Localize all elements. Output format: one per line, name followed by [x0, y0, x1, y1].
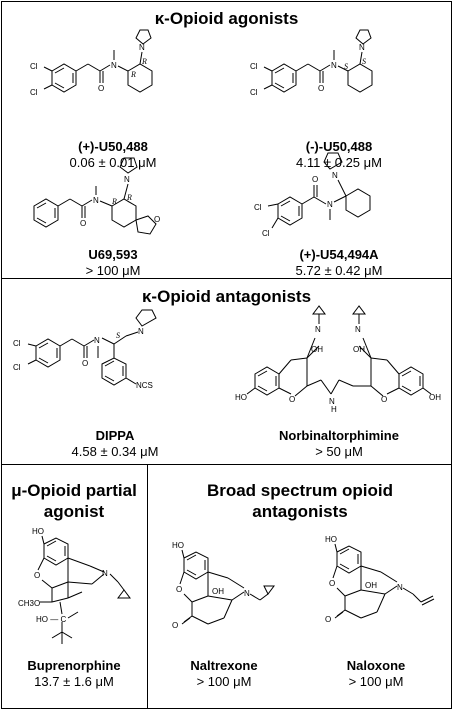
compound-value: > 100 μM [85, 263, 141, 278]
svg-text:OH: OH [429, 393, 441, 402]
svg-text:Cl: Cl [250, 88, 258, 97]
svg-text:Cl: Cl [13, 363, 21, 372]
compound-name: Norbinaltorphimine [279, 428, 399, 443]
svg-text:CH3O: CH3O [18, 599, 40, 608]
svg-text:N: N [397, 583, 403, 592]
svg-text:NCS: NCS [136, 381, 153, 390]
svg-text:S: S [362, 57, 366, 66]
svg-text:Cl: Cl [30, 62, 38, 71]
kappa-antagonists-title: κ-Opioid antagonists [141, 287, 312, 306]
mu-partial-title-line1: μ-Opioid partial [11, 481, 137, 500]
broad-antagonists-title-line2: antagonists [252, 502, 348, 521]
compound-name: Naloxone [346, 658, 406, 673]
svg-text:N: N [138, 327, 144, 336]
svg-text:N: N [331, 61, 337, 70]
svg-text:H: H [331, 405, 337, 414]
svg-text:N: N [124, 175, 130, 184]
svg-text:HO: HO [32, 527, 44, 536]
svg-text:R: R [126, 193, 132, 202]
svg-text:O: O [312, 175, 318, 184]
compound-name: DIPPA [95, 428, 135, 443]
compound-name: (+)-U54,494A [299, 247, 379, 262]
svg-text:O: O [82, 359, 88, 368]
svg-text:O: O [381, 395, 387, 404]
svg-text:R: R [130, 70, 136, 79]
svg-text:N: N [332, 171, 338, 180]
svg-text:OH: OH [365, 581, 377, 590]
compound-name: Buprenorphine [27, 658, 121, 673]
buprenorphine-structure: HO O N CH3O HO — C [10, 522, 145, 652]
svg-text:HO: HO [172, 541, 184, 550]
broad-antagonists-panel [147, 464, 452, 709]
svg-text:O: O [34, 571, 40, 580]
svg-text:N: N [327, 200, 333, 209]
svg-text:O: O [98, 84, 104, 93]
svg-text:O: O [80, 219, 86, 228]
svg-text:N: N [244, 589, 250, 598]
svg-text:O: O [176, 585, 182, 594]
svg-text:OH: OH [311, 345, 323, 354]
svg-text:Cl: Cl [254, 203, 262, 212]
svg-text:Cl: Cl [13, 339, 21, 348]
svg-text:HO — C: HO — C [36, 615, 66, 624]
compound-name: (+)-U50,488 [78, 139, 148, 154]
u50488-plus-structure: Cl Cl O N N R R [22, 29, 202, 113]
svg-text:OH: OH [353, 345, 365, 354]
svg-text:N: N [94, 336, 100, 345]
svg-text:N: N [111, 61, 117, 70]
mu-partial-title-line2: agonist [43, 502, 105, 521]
svg-text:S: S [116, 331, 120, 340]
svg-text:Cl: Cl [250, 62, 258, 71]
svg-text:HO: HO [325, 535, 337, 544]
norbinaltorphimine-structure: N N HO O OH N H OH [235, 302, 450, 424]
svg-text:O: O [289, 395, 295, 404]
svg-text:O: O [325, 615, 331, 624]
svg-text:Cl: Cl [30, 88, 38, 97]
svg-text:Cl: Cl [262, 229, 270, 238]
compound-name: U69,593 [88, 247, 138, 262]
svg-text:S: S [344, 62, 348, 71]
kappa-agonists-title: κ-Opioid agonists [154, 9, 299, 28]
compound-name: (-)-U50,488 [305, 139, 373, 154]
compound-name: Naltrexone [190, 658, 258, 673]
svg-text:OH: OH [212, 587, 224, 596]
compound-value: > 50 μM [315, 444, 363, 459]
compound-value: > 100 μM [348, 674, 404, 689]
svg-text:O: O [329, 579, 335, 588]
svg-text:O: O [154, 215, 160, 224]
svg-text:HO: HO [235, 393, 247, 402]
compound-value: 5.72 ± 0.42 μM [295, 263, 383, 278]
naltrexone-structure: HO O OH N O [162, 538, 302, 648]
dippa-structure: Cl Cl O N N S NCS [8, 308, 208, 418]
compound-value: > 100 μM [196, 674, 252, 689]
svg-text:N: N [93, 196, 99, 205]
svg-text:O: O [172, 621, 178, 630]
u50488-minus-structure: Cl Cl O N N S S [242, 29, 422, 113]
svg-text:N: N [329, 397, 335, 406]
u69593-structure: O N N O R R [20, 150, 210, 242]
svg-text:N: N [102, 569, 108, 578]
compound-value: 4.11 ± 0.25 μM [296, 155, 382, 170]
broad-antagonists-title-line1: Broad spectrum opioid [206, 481, 394, 500]
svg-text:N: N [315, 325, 321, 334]
svg-text:R: R [141, 57, 147, 66]
svg-text:R: R [111, 197, 117, 206]
svg-text:N: N [355, 325, 361, 334]
naloxone-structure: HO O OH N O [315, 532, 450, 647]
compound-value: 4.58 ± 0.34 μM [71, 444, 159, 459]
svg-text:O: O [318, 84, 324, 93]
svg-text:N: N [359, 43, 365, 52]
u54494a-structure: Cl Cl O N N [246, 150, 436, 242]
svg-text:N: N [139, 43, 145, 52]
compound-value: 13.7 ± 1.6 μM [34, 674, 114, 689]
